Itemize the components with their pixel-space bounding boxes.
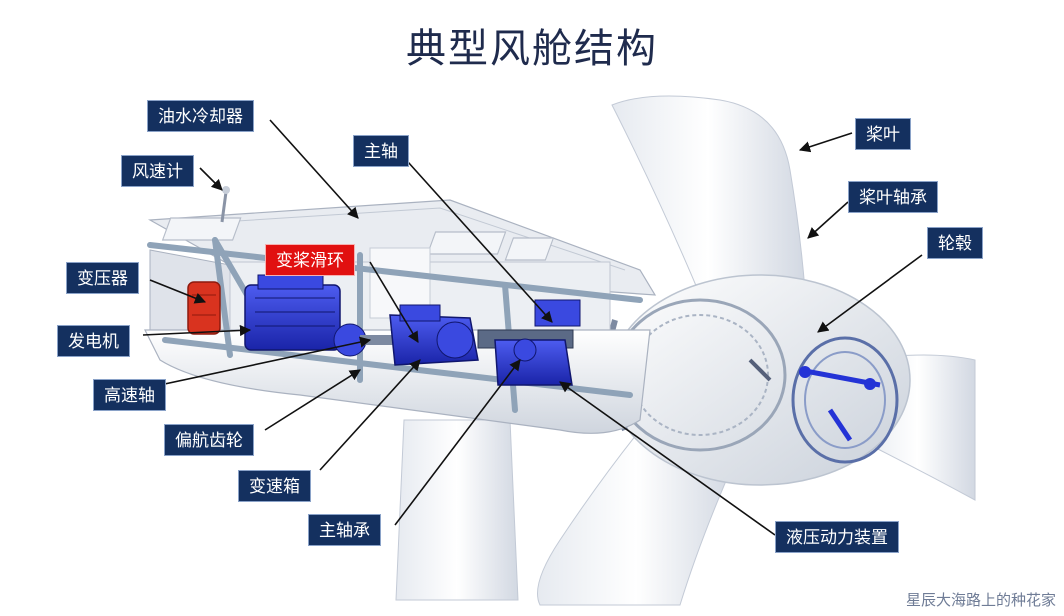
label-main-bearing: 主轴承 — [308, 514, 381, 546]
label-main-shaft: 主轴 — [353, 135, 409, 167]
label-yaw-gear: 偏航齿轮 — [164, 424, 254, 456]
label-hydraulic-unit: 液压动力装置 — [775, 521, 899, 553]
label-oil-water-cooler: 油水冷却器 — [147, 100, 254, 132]
label-generator: 发电机 — [57, 325, 130, 357]
leader-lines — [142, 119, 923, 536]
rotor-blades — [537, 95, 976, 606]
label-gearbox: 变速箱 — [238, 470, 311, 502]
label-high-speed-shaft: 高速轴 — [93, 379, 166, 411]
label-hub: 轮毂 — [927, 227, 983, 259]
label-blade: 桨叶 — [855, 118, 911, 150]
label-transformer: 变压器 — [66, 262, 139, 294]
watermark: 星辰大海路上的种花家 — [905, 591, 1056, 609]
tower — [395, 419, 519, 601]
label-blade-bearing: 桨叶轴承 — [848, 181, 938, 213]
hub-assembly — [606, 274, 911, 486]
page-title: 典型风舱结构 — [406, 26, 658, 72]
label-anemometer: 风速计 — [121, 155, 194, 187]
label-pitch-slip-ring: 变桨滑环 — [265, 244, 355, 276]
